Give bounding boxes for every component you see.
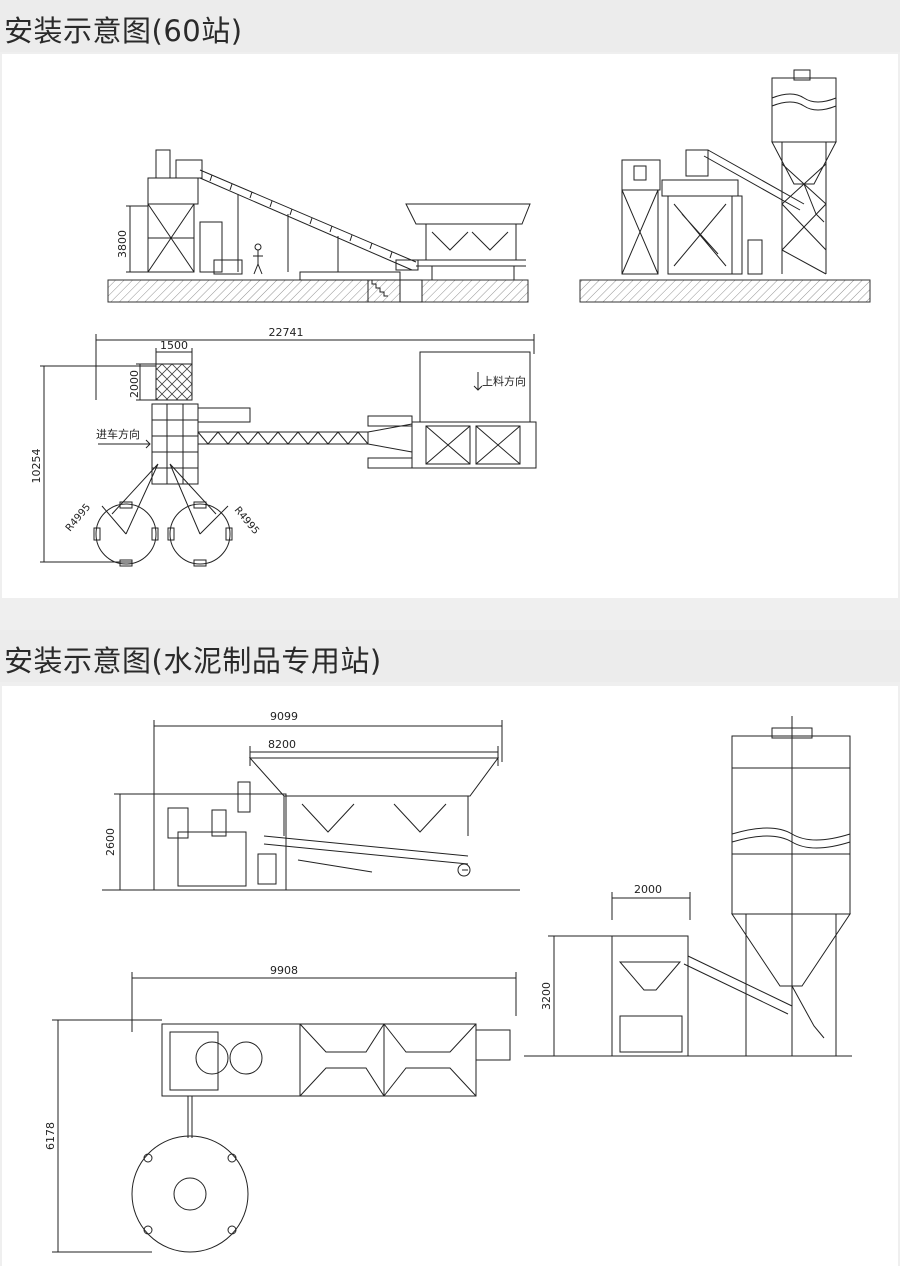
dim-6178: 6178: [44, 1122, 57, 1150]
truck-direction-label: 进车方向: [96, 427, 140, 441]
front-elevation: [579, 69, 871, 303]
silo-elevation: 2000 3200: [524, 716, 852, 1057]
radius-left: R4995: [64, 502, 93, 534]
dim-1500: 1500: [160, 339, 188, 352]
plan-view: 9908 6178: [44, 964, 517, 1253]
installation-diagram-cement-products: 9099 2600 8200 2600 2000 3200: [44, 710, 852, 1253]
radius-right: R4995: [232, 505, 261, 537]
dim-2000: 2000: [128, 370, 141, 398]
dim-22741: 22741: [269, 326, 304, 339]
drawing-panel: 9099 2600 8200 2600 2000 3200: [2, 686, 898, 1266]
side-elevation: 9099 2600 8200 2600: [102, 710, 520, 891]
dim-9099: 9099: [270, 710, 298, 723]
section-title: 安装示意图(60站): [4, 14, 243, 48]
dim-2000: 2000: [634, 883, 662, 896]
dim-9908: 9908: [270, 964, 298, 977]
dim-10254: 10254: [30, 449, 43, 484]
section-header: 安装示意图(60站): [0, 0, 900, 52]
drawing-panel: 3800 22741 1500 2000 102: [2, 54, 898, 598]
installation-diagram-60: 3800 22741 1500 2000 102: [30, 69, 871, 567]
section-title: 安装示意图(水泥制品专用站): [4, 644, 382, 678]
dim-8200-label: 8200: [268, 738, 296, 751]
dim-3200: 3200: [540, 982, 553, 1010]
section-header: 安装示意图(水泥制品专用站): [0, 630, 900, 682]
feed-direction-label: 上料方向: [482, 374, 526, 388]
dim-3800: 3800: [116, 230, 129, 258]
dim-2600: 2600: [104, 828, 117, 856]
side-elevation: 3800: [107, 149, 531, 303]
plan-view: 22741 1500 2000 10254 上料方向 进车方向: [30, 326, 537, 567]
